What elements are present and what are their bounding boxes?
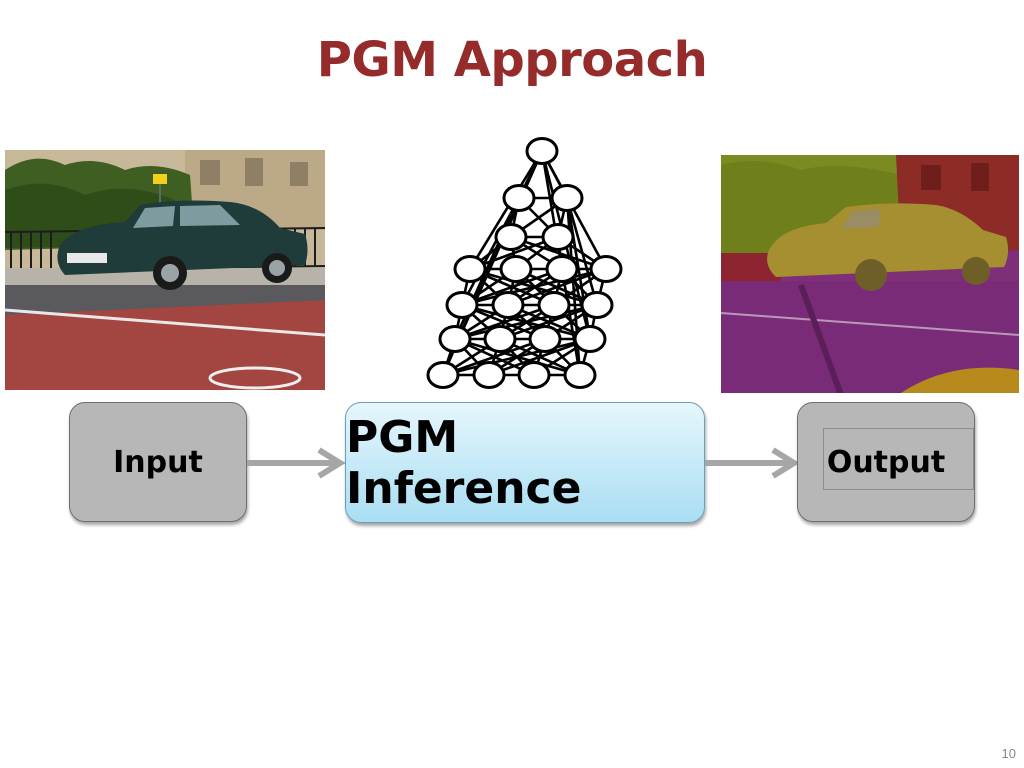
input-car-photo: [5, 150, 325, 390]
graph-node: [445, 291, 479, 319]
arrow-right-icon: [705, 447, 800, 479]
graph-edge: [454, 303, 598, 341]
graph-node: [537, 291, 571, 319]
graph-node: [483, 325, 517, 353]
page-number: 10: [1001, 746, 1016, 761]
graph-node: [502, 184, 536, 212]
graph-node: [573, 325, 607, 353]
graph-node: [550, 184, 584, 212]
input-label: Input: [113, 444, 203, 480]
graph-node: [426, 361, 460, 389]
graph-node: [438, 325, 472, 353]
graph-node: [453, 255, 487, 283]
graph-edge: [468, 150, 544, 270]
slide-title: PGM Approach: [316, 32, 708, 88]
graph-edge: [442, 337, 591, 377]
input-box: Input: [69, 402, 247, 522]
graph-edge: [461, 267, 607, 307]
graph-edge: [461, 267, 563, 307]
graph-node: [525, 137, 559, 165]
pgm-inference-label: PGM Inference: [346, 411, 582, 514]
graph-node: [499, 255, 533, 283]
graph-node: [472, 361, 506, 389]
graph-node: [491, 291, 525, 319]
graph-edge: [442, 337, 546, 377]
graphical-model-icon: [420, 130, 630, 395]
graph-edge: [499, 303, 598, 341]
graph-edge: [565, 197, 599, 306]
graph-node: [494, 223, 528, 251]
graph-node: [545, 255, 579, 283]
graph-node: [589, 255, 623, 283]
segmented-output-photo: [721, 155, 1019, 393]
output-label: Output: [826, 444, 946, 480]
graph-node: [528, 325, 562, 353]
graph-node: [517, 361, 551, 389]
pgm-inference-box: PGM Inference: [345, 402, 705, 523]
graph-edge: [488, 337, 591, 377]
graph-node: [541, 223, 575, 251]
graph-node: [580, 291, 614, 319]
graph-edge: [454, 303, 555, 341]
arrow-right-icon: [247, 447, 346, 479]
output-box: Output: [797, 402, 975, 522]
image-placeholder-frame: [823, 428, 974, 490]
graph-node: [563, 361, 597, 389]
